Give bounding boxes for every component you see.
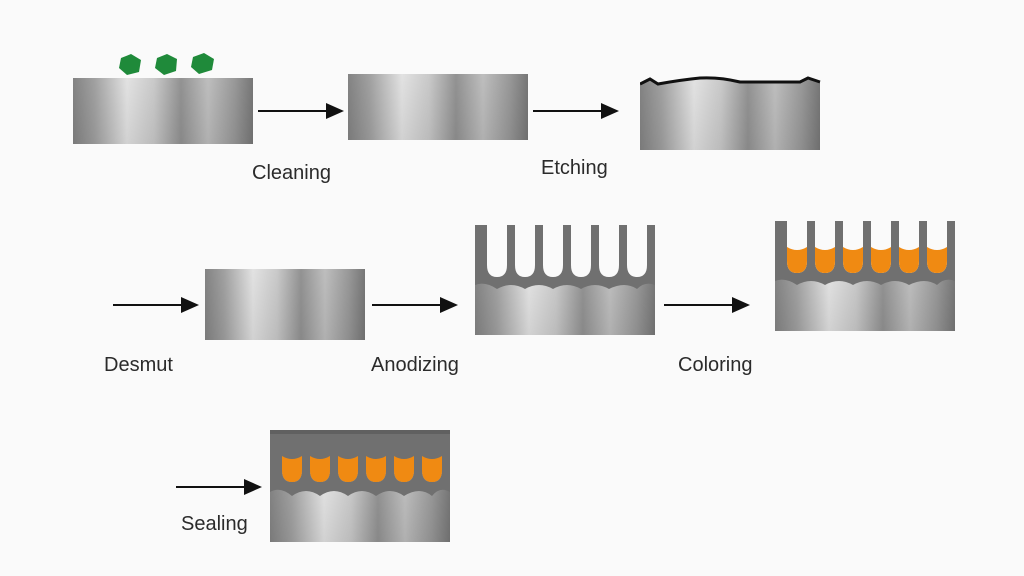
step-label-anodizing: Anodizing: [371, 354, 459, 376]
contaminant-particle: [119, 54, 141, 75]
desmutted-aluminum-block: [205, 269, 365, 341]
arrow-to-anodizing: [372, 296, 458, 314]
cleaned-aluminum-block: [348, 74, 528, 142]
oxide-layer: [475, 225, 655, 289]
step-label-etching: Etching: [541, 157, 608, 179]
sealed-aluminum-block: [270, 430, 450, 544]
arrow-to-cleaning: [258, 102, 344, 120]
raw-aluminum-block: [73, 50, 253, 146]
dye-fill: [787, 247, 947, 273]
step-label-cleaning: Cleaning: [252, 162, 331, 184]
arrow-to-desmut: [113, 296, 199, 314]
etched-surface-line: [640, 76, 821, 86]
colored-aluminum-block: [775, 221, 955, 333]
contaminant-particle: [155, 54, 177, 75]
etched-aluminum-block: [640, 76, 822, 152]
sealing-cap-layer: [270, 430, 450, 434]
step-label-coloring: Coloring: [678, 354, 753, 376]
step-label-sealing: Sealing: [181, 513, 248, 535]
arrow-to-etching: [533, 102, 619, 120]
arrow-to-coloring: [664, 296, 750, 314]
contaminant-particle: [191, 53, 214, 74]
anodized-aluminum-block: [475, 225, 655, 337]
step-label-desmut: Desmut: [104, 354, 173, 376]
arrow-to-sealing: [176, 478, 262, 496]
